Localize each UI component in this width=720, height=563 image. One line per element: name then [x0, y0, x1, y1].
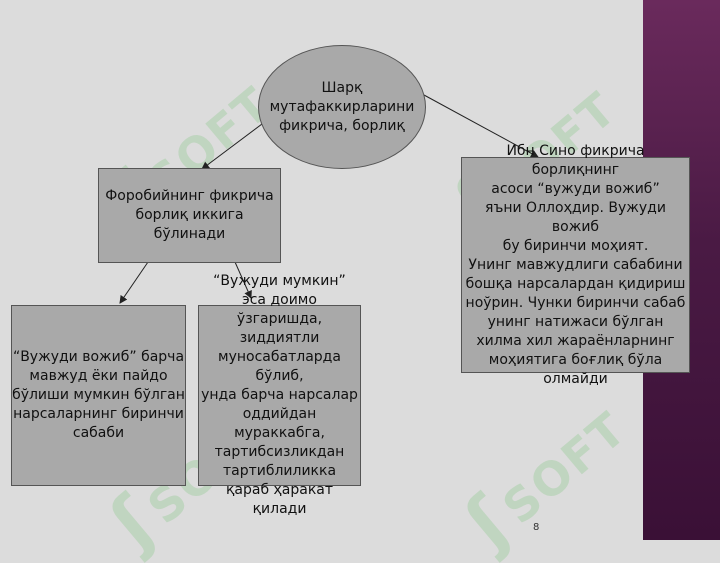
page-number: 8 — [533, 522, 540, 533]
ibn-sino-view-box: Ибн Сино фикрича борлиқнинг асоси “вужуд… — [461, 143, 690, 387]
arrow-left-to-bottom-left — [119, 261, 149, 304]
slide: ʃSOFT ʃSOFT ʃSOFT ʃSOFT Шарқ мутафаккирл… — [11, 0, 720, 563]
farabi-view-box: Форобийнинг фикрича борлиқ иккига бўлина… — [98, 168, 281, 263]
watermark-logo-icon: ʃ — [450, 480, 527, 563]
central-concept-text: Шарқ мутафаккирларини фикрича, борлиқ — [269, 79, 415, 134]
central-concept-ellipse: Шарқ мутафаккирларини фикрича, борлиқ — [258, 45, 426, 169]
necessary-being-text: “Вужуди вожиб” барча мавжуд ёки пайдо бў… — [12, 349, 185, 441]
necessary-being-box: “Вужуди вожиб” барча мавжуд ёки пайдо бў… — [11, 305, 186, 486]
watermark-logo-icon: ʃ — [95, 480, 172, 563]
ibn-sino-view-text: Ибн Сино фикрича борлиқнинг асоси “вужуд… — [465, 142, 686, 387]
farabi-view-text: Форобийнинг фикрича борлиқ иккига бўлина… — [105, 188, 274, 242]
arrow-center-to-left — [201, 117, 271, 170]
possible-being-box: “Вужуди мумкин” эса доимо ўзгаришда, зид… — [198, 273, 361, 517]
watermark: ʃSOFT — [450, 401, 637, 563]
possible-being-text: “Вужуди мумкин” эса доимо ўзгаришда, зид… — [201, 273, 358, 517]
